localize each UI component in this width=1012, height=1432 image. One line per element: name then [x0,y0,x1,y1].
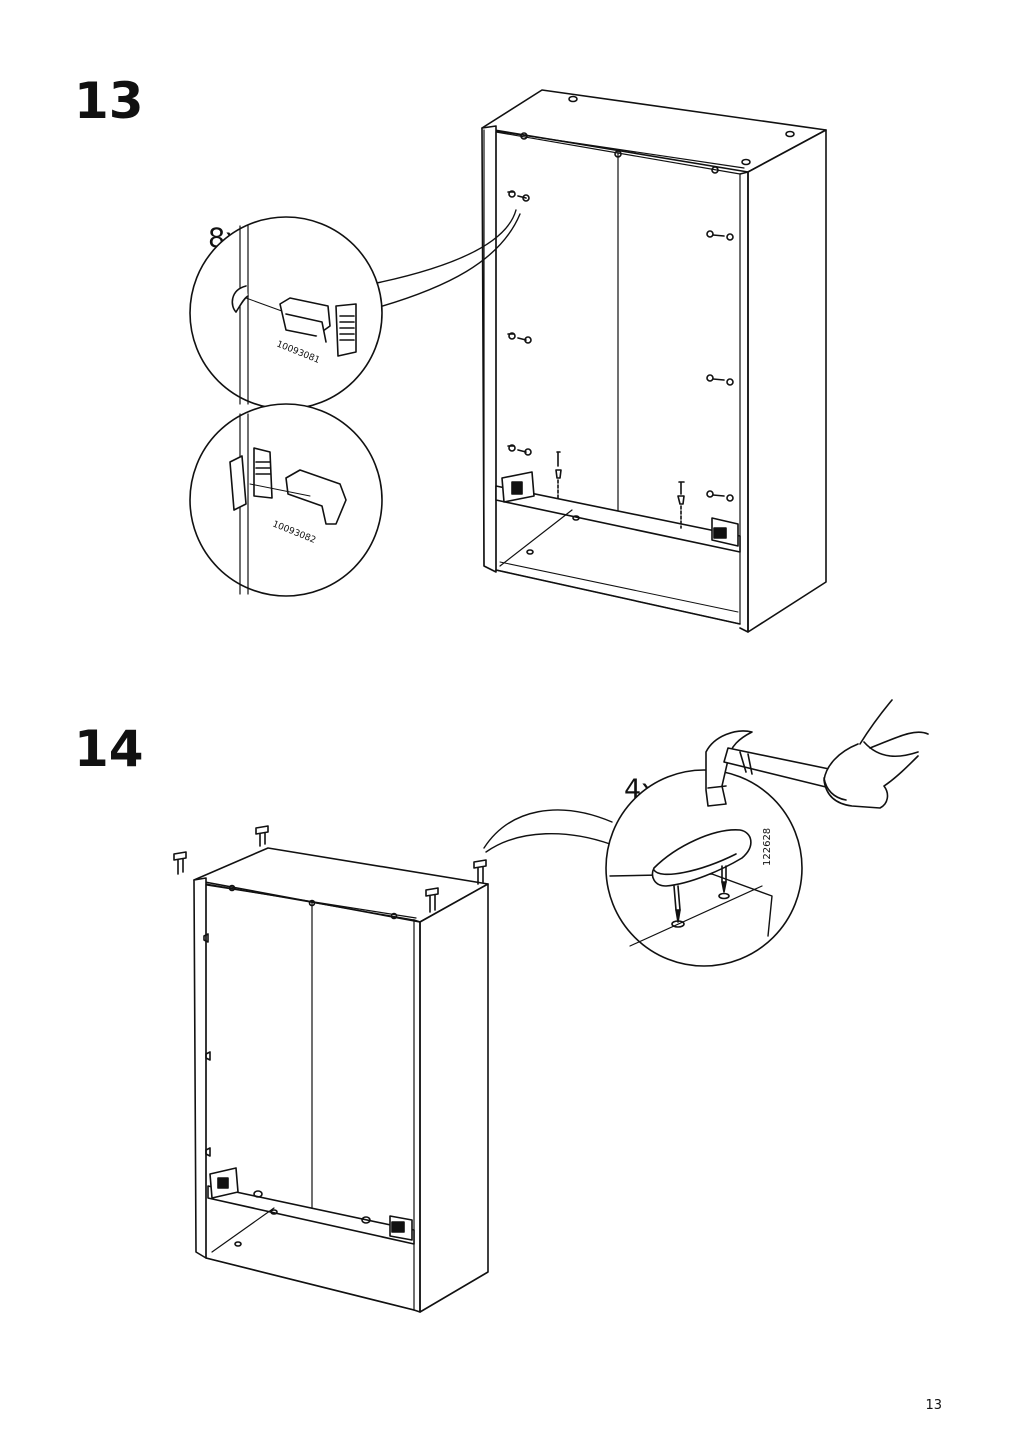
shelf-support-peg-icon [507,190,734,502]
hammer-icon [705,730,835,807]
page-number: 13 [925,1398,942,1413]
glide-nail-icon [651,829,752,923]
part-number-122628: 122628 [762,828,773,866]
hand-icon [823,699,929,809]
cabinet-illustration [481,89,827,633]
shelf-support-peg-icon [279,297,357,357]
step-13-number: 13 [74,72,144,130]
glide-nail-icon [173,825,487,913]
shelf-support-peg-icon [229,447,347,525]
step-14-number: 14 [74,720,144,778]
cabinet-illustration [173,825,489,1313]
